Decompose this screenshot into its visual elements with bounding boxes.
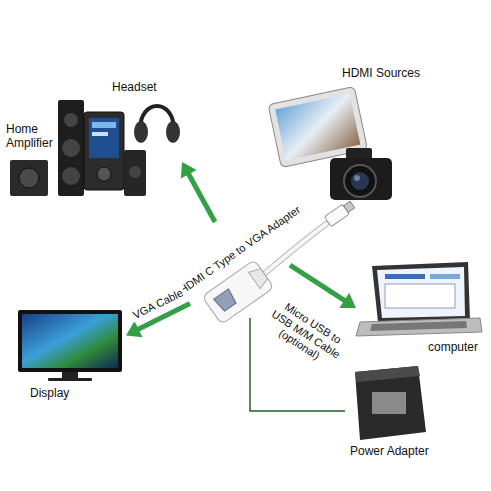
source-group: HDMI Sources	[272, 62, 455, 205]
laptop-computer	[356, 262, 482, 336]
signal-arrow	[290, 265, 356, 308]
display-node: Display	[14, 306, 126, 404]
device-label: HDMI Sources	[342, 66, 420, 80]
device-label: Display	[30, 386, 69, 400]
device-label: Power Adapter	[350, 444, 429, 458]
arrow-head	[339, 293, 356, 308]
computer-node: computer	[356, 258, 487, 358]
arrow-head	[126, 321, 143, 337]
arrow-head	[181, 162, 197, 179]
power-node: Power Adapter	[345, 360, 432, 462]
cable-label: VGA Cable	[129, 286, 187, 323]
connector-line	[290, 265, 346, 301]
hdmi-source-devices	[268, 87, 392, 200]
device-label: Home Amplifier	[6, 122, 68, 151]
signal-arrow	[181, 162, 215, 222]
audio-group: HeadsetHome Amplifier	[4, 78, 182, 198]
cable-label: Micro USB to USB M/M Cable (optional)	[260, 295, 351, 373]
power-adapter-device	[355, 366, 426, 440]
device-label: Headset	[112, 80, 157, 94]
device-label: HDMI C Type to VGA Adapter	[177, 203, 303, 297]
connector-line	[188, 173, 215, 222]
device-label: computer	[428, 340, 478, 354]
tv-display	[18, 310, 122, 381]
